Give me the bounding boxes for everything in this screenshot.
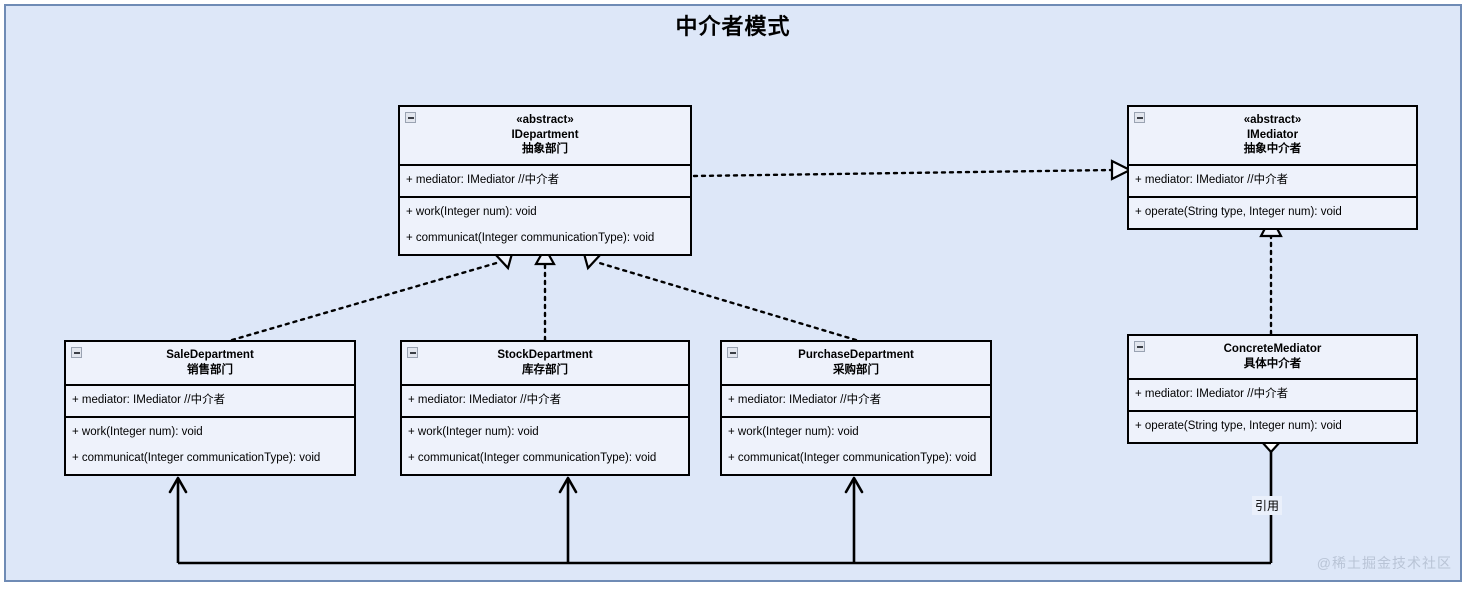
class-box-imediator[interactable]: «abstract» IMediator 抽象中介者 + mediator: I…: [1127, 105, 1418, 231]
attribute-row: + mediator: IMediator //中介者: [1135, 388, 1289, 401]
aggregation-edge-label: 引用: [1252, 496, 1283, 515]
attributes-section: + mediator: IMediator //中介者: [400, 166, 690, 199]
class-header-imediator: «abstract» IMediator 抽象中介者: [1129, 107, 1416, 167]
operations-section: + work(Integer num): void + communicat(I…: [400, 198, 690, 254]
class-name-cn: 库存部门: [522, 363, 568, 376]
operation-row: + communicat(Integer communicationType):…: [408, 452, 657, 465]
class-name-cn: 采购部门: [833, 363, 879, 376]
attribute-row: + mediator: IMediator //中介者: [406, 174, 560, 187]
operations-section: + work(Integer num): void + communicat(I…: [722, 418, 990, 474]
operations-section: + operate(String type, Integer num): voi…: [1129, 412, 1416, 442]
operation-row: + operate(String type, Integer num): voi…: [1135, 420, 1342, 433]
operation-row: + work(Integer num): void: [408, 426, 539, 439]
attributes-section: + mediator: IMediator //中介者: [402, 386, 688, 419]
watermark: @稀土掘金技术社区: [1316, 555, 1452, 571]
operations-section: + work(Integer num): void + communicat(I…: [402, 418, 688, 474]
operation-row: + operate(String type, Integer num): voi…: [1135, 206, 1342, 219]
operations-section: + operate(String type, Integer num): voi…: [1129, 198, 1416, 228]
collapse-icon[interactable]: [1134, 112, 1145, 123]
class-box-saledepartment[interactable]: SaleDepartment 销售部门 + mediator: IMediato…: [64, 340, 356, 477]
class-name: StockDepartment: [497, 349, 593, 361]
class-name: IMediator: [1246, 128, 1299, 141]
operation-row: + work(Integer num): void: [72, 426, 203, 439]
class-name-cn: 抽象中介者: [1243, 143, 1302, 156]
operation-row: + work(Integer num): void: [728, 426, 859, 439]
class-header-stockdepartment: StockDepartment 库存部门: [402, 342, 688, 387]
class-box-stockdepartment[interactable]: StockDepartment 库存部门 + mediator: IMediat…: [400, 340, 690, 477]
class-name-cn: 抽象部门: [522, 143, 568, 156]
attribute-row: + mediator: IMediator //中介者: [1135, 174, 1289, 187]
class-name-cn: 销售部门: [187, 363, 233, 376]
operations-section: + work(Integer num): void + communicat(I…: [66, 418, 354, 474]
operation-row: + communicat(Integer communicationType):…: [72, 452, 321, 465]
collapse-icon[interactable]: [71, 347, 82, 358]
class-name: PurchaseDepartment: [798, 349, 914, 361]
collapse-icon[interactable]: [1134, 341, 1145, 352]
page-title: 中介者模式: [675, 14, 791, 39]
class-stereotype: «abstract»: [1243, 114, 1302, 126]
collapse-icon[interactable]: [727, 347, 738, 358]
attribute-row: + mediator: IMediator //中介者: [728, 394, 882, 407]
attribute-row: + mediator: IMediator //中介者: [72, 394, 226, 407]
class-name: IDepartment: [511, 128, 579, 141]
class-name-cn: 具体中介者: [1243, 357, 1302, 370]
class-name: ConcreteMediator: [1223, 343, 1322, 355]
operation-row: + communicat(Integer communicationType):…: [728, 452, 977, 465]
attributes-section: + mediator: IMediator //中介者: [66, 386, 354, 419]
attributes-section: + mediator: IMediator //中介者: [722, 386, 990, 419]
collapse-icon[interactable]: [407, 347, 418, 358]
class-box-idepartment[interactable]: «abstract» IDepartment 抽象部门 + mediator: …: [398, 105, 692, 256]
class-name: SaleDepartment: [166, 349, 254, 361]
collapse-icon[interactable]: [405, 112, 416, 123]
class-header-idepartment: «abstract» IDepartment 抽象部门: [400, 107, 690, 167]
class-box-concretemediator[interactable]: ConcreteMediator 具体中介者 + mediator: IMedi…: [1127, 334, 1418, 445]
operation-row: + work(Integer num): void: [406, 206, 537, 219]
class-box-purchasedepartment[interactable]: PurchaseDepartment 采购部门 + mediator: IMed…: [720, 340, 992, 477]
diagram-background: [4, 4, 1462, 582]
class-header-saledepartment: SaleDepartment 销售部门: [66, 342, 354, 387]
class-header-concretemediator: ConcreteMediator 具体中介者: [1129, 336, 1416, 381]
attribute-row: + mediator: IMediator //中介者: [408, 394, 562, 407]
attributes-section: + mediator: IMediator //中介者: [1129, 380, 1416, 413]
class-stereotype: «abstract»: [516, 114, 574, 126]
attributes-section: + mediator: IMediator //中介者: [1129, 166, 1416, 199]
class-header-purchasedepartment: PurchaseDepartment 采购部门: [722, 342, 990, 387]
operation-row: + communicat(Integer communicationType):…: [406, 232, 655, 245]
